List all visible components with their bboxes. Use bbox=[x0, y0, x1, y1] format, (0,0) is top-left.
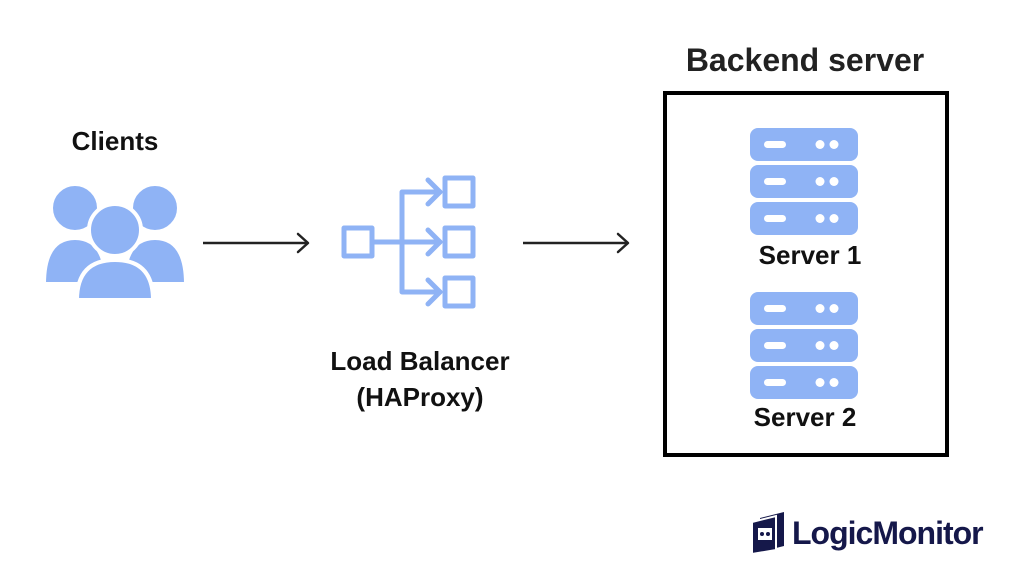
load-balancer-name: Load Balancer bbox=[330, 346, 510, 376]
clients-label: Clients bbox=[71, 126, 159, 156]
logicmonitor-logo-icon bbox=[751, 512, 784, 554]
arrow-clients-to-lb bbox=[203, 232, 310, 254]
backend-container bbox=[663, 91, 949, 457]
users-icon bbox=[41, 182, 189, 302]
arrow-lb-to-backend bbox=[523, 232, 630, 254]
brand-logo: LogicMonitor bbox=[750, 512, 984, 554]
distribution-icon bbox=[341, 175, 476, 309]
load-balancer-type: (HAProxy) bbox=[356, 382, 484, 412]
server-rack-icon bbox=[750, 128, 858, 235]
backend-title: Backend server bbox=[685, 42, 925, 78]
server-2-label: Server 2 bbox=[753, 402, 857, 432]
brand-name: LogicMonitor bbox=[792, 514, 984, 551]
server-1-label: Server 1 bbox=[758, 240, 862, 270]
server-rack-icon bbox=[750, 292, 858, 399]
load-balancer-label: Load Balancer (HAProxy) bbox=[290, 343, 550, 415]
